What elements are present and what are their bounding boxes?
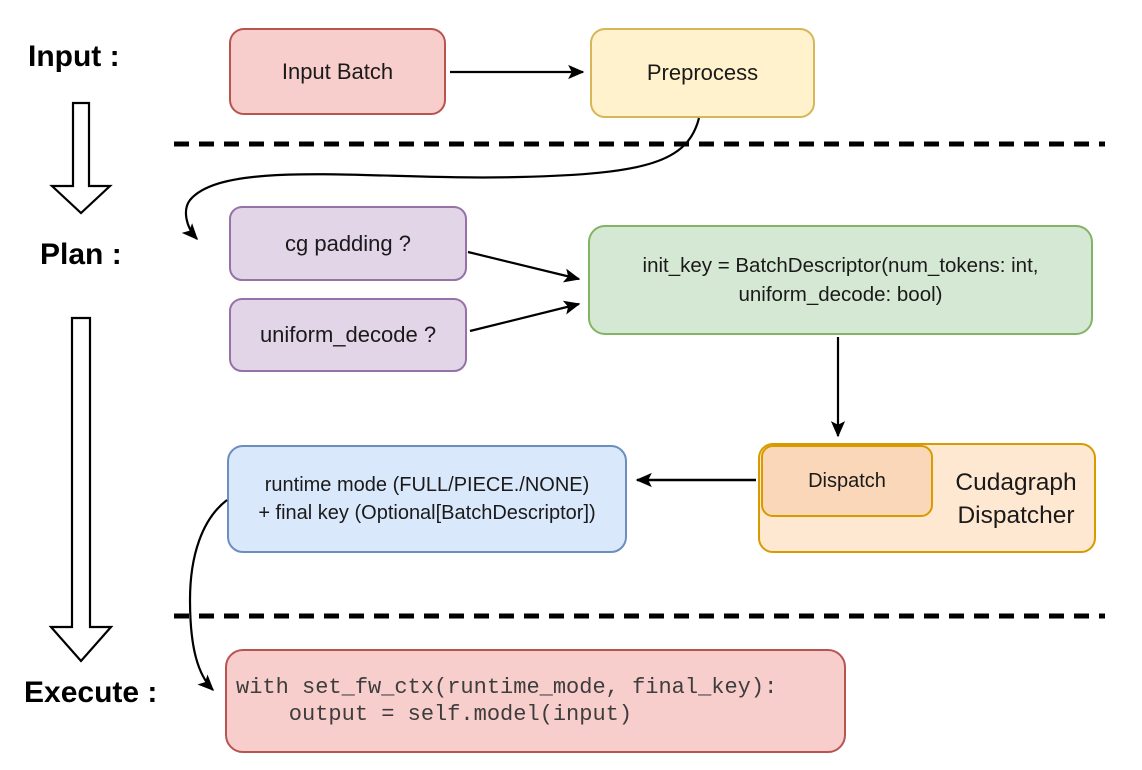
cudagraph-line1: Cudagraph (955, 469, 1077, 496)
node-uniform-decode: uniform_decode ? (229, 298, 467, 372)
cudagraph-line2: Dispatcher (957, 502, 1075, 529)
node-init-key-line2: uniform_decode: bool) (738, 283, 943, 306)
arrow-cg-padding-to-init-key (467, 250, 581, 283)
node-runtime-mode: runtime mode (FULL/PIECE./NONE) + final … (227, 445, 627, 553)
node-input-batch: Input Batch (229, 28, 446, 115)
node-dispatch-label: Dispatch (808, 469, 886, 492)
big-down-arrow-input-to-plan-icon (49, 101, 113, 215)
arrow-runtime-mode-to-execute-code (188, 499, 228, 692)
stage-label-plan: Plan : (40, 238, 122, 271)
node-dispatch: Dispatch (761, 445, 933, 517)
stage-label-input: Input : (28, 40, 120, 73)
node-execute-code: with set_fw_ctx(runtime_mode, final_key)… (225, 649, 846, 753)
node-preprocess: Preprocess (590, 28, 815, 118)
node-runtime-mode-line2: + final key (Optional[BatchDescriptor]) (258, 502, 596, 524)
execute-code-line2: output = self.model(input) (236, 702, 633, 727)
big-down-arrow-plan-to-execute-icon (48, 316, 114, 663)
node-runtime-mode-line1: runtime mode (FULL/PIECE./NONE) (264, 474, 590, 496)
stage-label-execute: Execute : (24, 676, 158, 709)
node-cg-padding: cg padding ? (229, 206, 467, 281)
node-input-batch-label: Input Batch (281, 58, 394, 84)
execute-code-line1: with set_fw_ctx(runtime_mode, final_key)… (236, 675, 778, 700)
node-preprocess-label: Preprocess (646, 60, 759, 86)
node-init-key: init_key = BatchDescriptor(num_tokens: i… (588, 225, 1093, 335)
node-uniform-decode-label: uniform_decode ? (259, 322, 437, 348)
node-init-key-line1: init_key = BatchDescriptor(num_tokens: i… (642, 254, 1039, 277)
node-cudagraph-dispatcher-label: Cudagraph Dispatcher (938, 466, 1094, 532)
node-cg-padding-label: cg padding ? (285, 230, 411, 256)
arrow-uniform-decode-to-init-key (469, 300, 581, 333)
